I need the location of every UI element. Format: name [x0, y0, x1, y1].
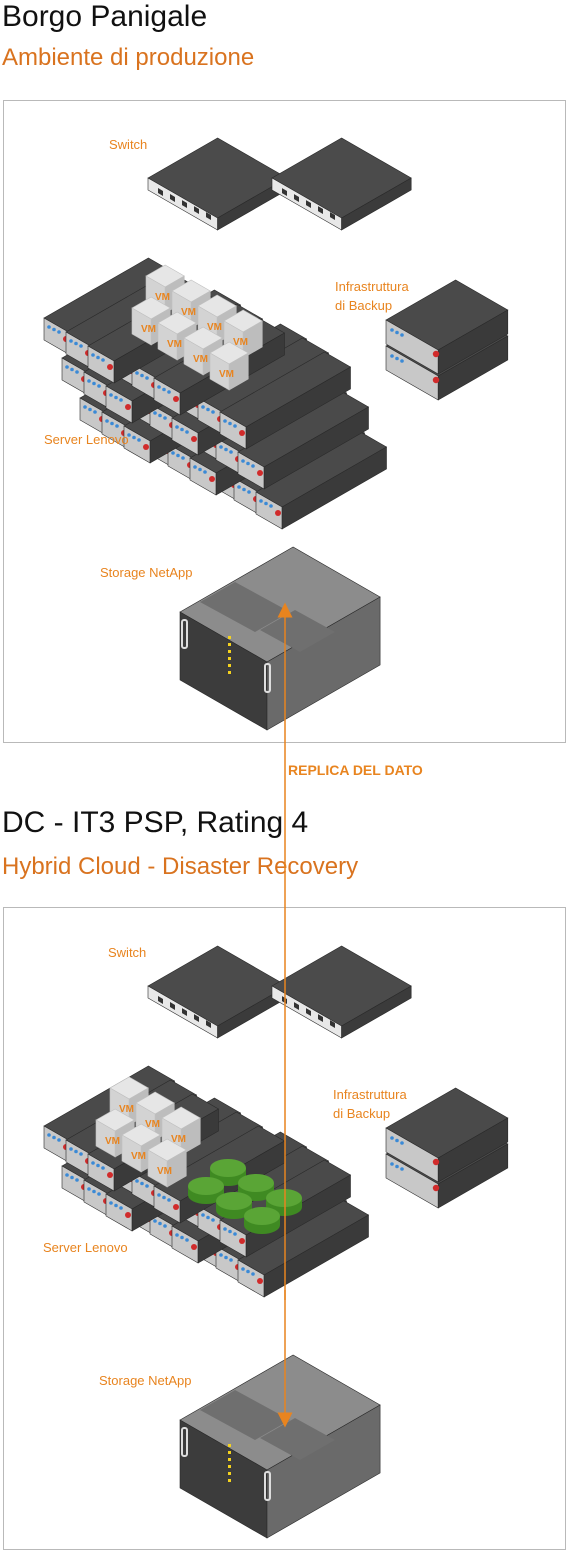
- site1-subtitle: Ambiente di produzione: [2, 44, 255, 71]
- site2-server-label: Server Lenovo: [43, 1240, 128, 1255]
- vm-label: VM: [145, 1119, 160, 1130]
- switch-right: [271, 137, 412, 231]
- storage-netapp: [179, 1354, 381, 1539]
- storage-disk: [244, 1207, 280, 1234]
- server-lenovo: [219, 351, 352, 450]
- site2-title: DC - IT3 PSP, Rating 4: [2, 806, 309, 839]
- replica-label: REPLICA DEL DATO: [288, 762, 423, 778]
- site1-title: Borgo Panigale: [2, 0, 208, 33]
- vm-cube: VM: [209, 341, 249, 391]
- vm-label: VM: [207, 322, 222, 333]
- backup-infrastructure: [385, 1087, 509, 1209]
- vm-cube: VM: [121, 1123, 161, 1173]
- vm-label: VM: [193, 354, 208, 365]
- storage-disk: [216, 1192, 252, 1219]
- site2-backup-label-2: di Backup: [333, 1106, 391, 1121]
- vm-label: VM: [119, 1104, 134, 1115]
- site2-subtitle: Hybrid Cloud - Disaster Recovery: [2, 853, 359, 880]
- vm-cube: VM: [147, 1138, 187, 1188]
- server-lenovo: [255, 431, 388, 530]
- backup-infrastructure: [385, 279, 509, 401]
- switch-right: [271, 945, 412, 1039]
- vm-label: VM: [141, 324, 156, 335]
- switch-left: [147, 137, 288, 231]
- vm-label: VM: [233, 337, 248, 348]
- site2-backup-label-1: Infrastruttura: [333, 1087, 407, 1102]
- vm-label: VM: [155, 292, 170, 303]
- server-lenovo: [237, 1199, 370, 1298]
- storage-netapp: [179, 546, 381, 731]
- vm-label: VM: [131, 1151, 146, 1162]
- vm-label: VM: [181, 307, 196, 318]
- site1-storage-label: Storage NetApp: [100, 565, 193, 580]
- switch-left: [147, 945, 288, 1039]
- vm-label: VM: [157, 1166, 172, 1177]
- site2-storage-label: Storage NetApp: [99, 1373, 192, 1388]
- vm-label: VM: [171, 1134, 186, 1145]
- site1-backup-label-2: di Backup: [335, 298, 393, 313]
- storage-disk: [188, 1177, 224, 1204]
- site2-switch-label: Switch: [108, 945, 147, 960]
- vm-label: VM: [105, 1136, 120, 1147]
- vm-label: VM: [219, 369, 234, 380]
- site1-backup-label-1: Infrastruttura: [335, 279, 409, 294]
- server-lenovo: [237, 391, 370, 490]
- storage-disk: [238, 1174, 274, 1201]
- vm-label: VM: [167, 339, 182, 350]
- site1-server-label: Server Lenovo: [44, 432, 129, 447]
- site1-switch-label: Switch: [109, 137, 148, 152]
